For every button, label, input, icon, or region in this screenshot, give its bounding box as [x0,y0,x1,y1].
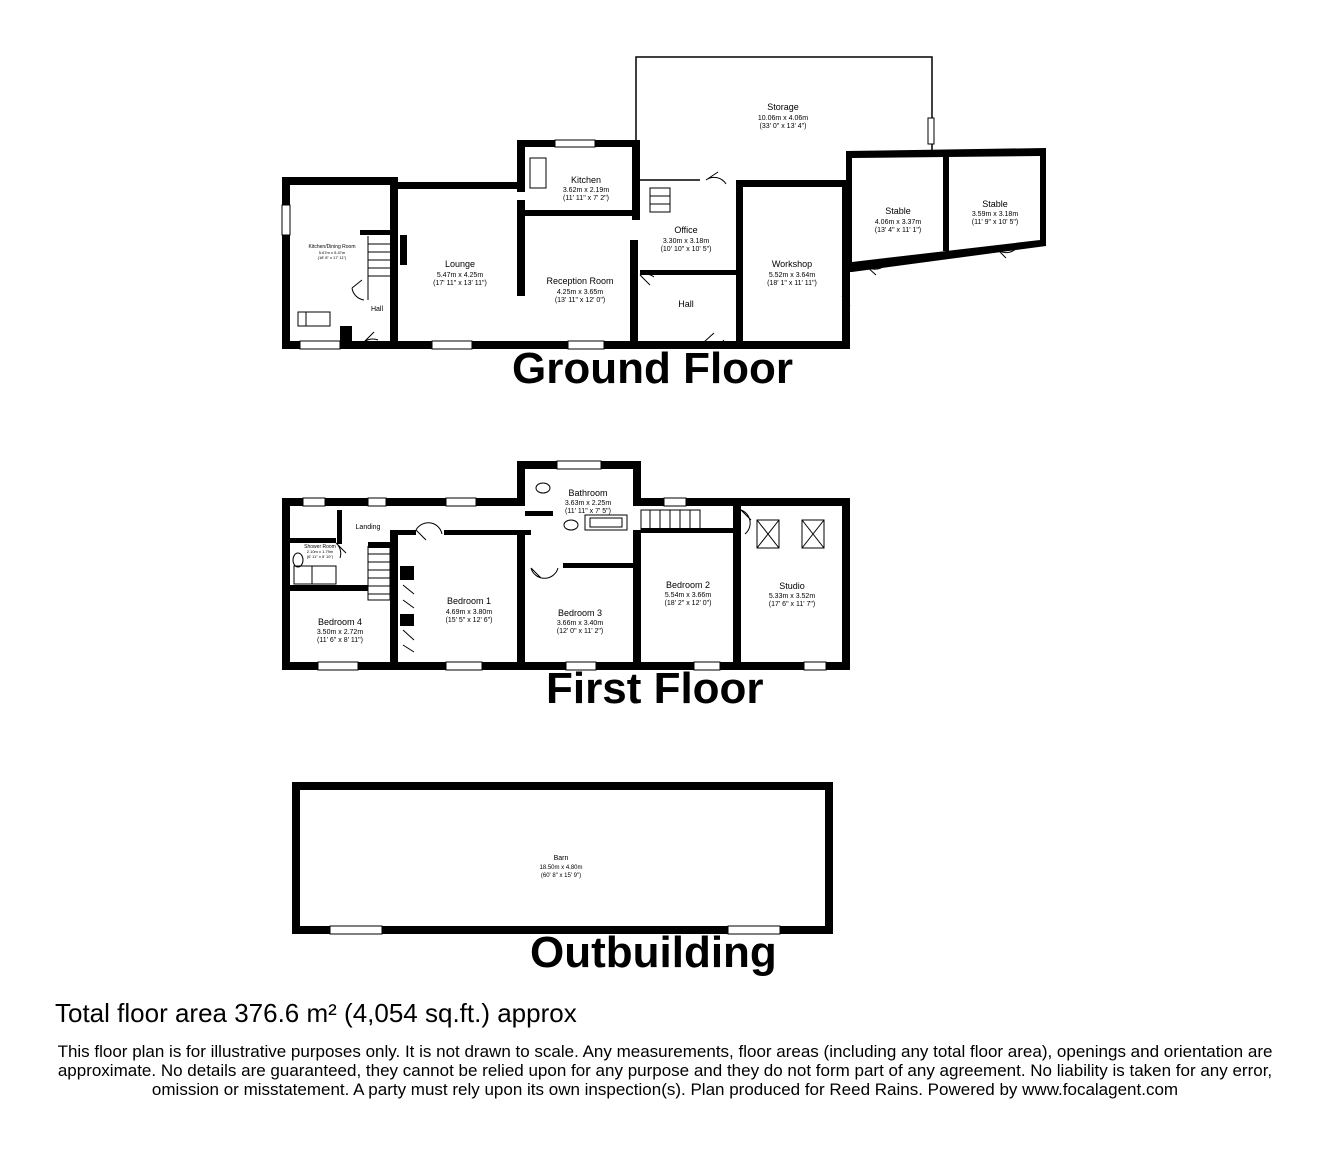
first-floor-plan: Shower Room 2.10m x 1.79m (6' 11" x 5' 1… [282,460,850,713]
room-name: Bedroom 2 [666,580,710,590]
first-floor-walls [282,461,850,670]
room-name: Bedroom 1 [447,596,491,606]
room-dims: 3.30m x 3.18m [663,238,709,245]
room-name: Shower Room [304,544,336,550]
room-dims: 10.06m x 4.06m [758,115,808,122]
room-dims-imperial: (17' 6" x 11' 7") [769,601,815,608]
room-name: Lounge [445,259,475,269]
outbuilding-title: Outbuilding [530,928,777,977]
room-name: Workshop [772,259,812,269]
floor-plan: Kitchen/Dining Room 5.67m x 5.47m (18' 8… [281,56,1046,977]
room-bedroom-3: Bedroom 3 3.66m x 3.40m (12' 0" x 11' 2"… [557,608,604,635]
room-dims: 3.62m x 2.19m [563,187,609,194]
room-dims-imperial: (11' 9" x 10' 5") [972,219,1018,226]
room-storage: Storage 10.06m x 4.06m (33' 0" x 13' 4") [758,102,808,130]
room-dims-imperial: (10' 10" x 10' 5") [661,246,712,253]
room-dims: 18.50m x 4.80m [539,865,582,871]
room-dims: 3.63m x 2.25m [565,500,611,507]
room-hall-right: Hall [678,299,694,309]
outbuilding-plan: Barn 18.50m x 4.80m (60' 8" x 15' 9") Ou… [292,782,833,977]
ground-floor-windows [281,117,935,350]
room-name: Storage [767,102,799,112]
room-bedroom-2: Bedroom 2 5.54m x 3.66m (18' 2" x 12' 0"… [665,580,712,607]
room-dims: 5.67m x 5.47m [319,250,346,255]
ground-floor-title: Ground Floor [512,344,793,393]
room-dims: 4.25m x 3.65m [557,289,603,296]
room-dims-imperial: (33' 0" x 13' 4") [760,123,807,130]
room-name: Barn [554,855,569,862]
room-dims: 3.59m x 3.18m [972,211,1018,218]
room-dims-imperial: (18' 1" x 11' 11") [767,280,817,287]
room-name: Hall [371,306,384,313]
room-name: Hall [678,299,694,309]
room-name: Reception Room [546,276,613,286]
room-name: Kitchen [571,175,601,185]
room-bedroom-4: Bedroom 4 3.50m x 2.72m (11' 6" x 8' 11"… [317,617,363,644]
first-floor-title: First Floor [546,664,764,713]
total-floor-area: Total floor area 376.6 m² (4,054 sq.ft.)… [55,998,577,1028]
room-kitchen: Kitchen 3.62m x 2.19m (11' 11" x 7' 2") [563,175,609,202]
ground-floor-walls [282,140,850,349]
room-studio: Studio 5.33m x 3.52m (17' 6" x 11' 7") [769,581,816,608]
room-dims: 4.06m x 3.37m [875,219,921,226]
room-dims-imperial: (11' 6" x 8' 11") [317,637,363,644]
room-dims: 5.47m x 4.25m [437,272,483,279]
room-workshop: Workshop 5.52m x 3.64m (18' 1" x 11' 11"… [767,259,817,287]
disclaimer-text: This floor plan is for illustrative purp… [57,1042,1273,1099]
room-name: Bedroom 4 [318,617,362,627]
room-dims: 4.69m x 3.80m [446,609,492,616]
room-stable-1: Stable 4.06m x 3.37m (13' 4" x 11' 1") [875,206,922,234]
room-name: Stable [982,199,1008,209]
room-dims-imperial: (12' 0" x 11' 2") [557,628,603,635]
outbuilding-walls [292,782,833,935]
room-name: Kitchen/Dining Room [309,244,356,250]
room-name: Studio [779,581,805,591]
room-dims-imperial: (60' 8" x 15' 9") [541,873,581,879]
room-kitchen-dining: Kitchen/Dining Room 5.67m x 5.47m (18' 8… [309,244,356,260]
room-stable-2: Stable 3.59m x 3.18m (11' 9" x 10' 5") [972,199,1019,226]
room-name: Landing [356,524,381,531]
room-name: Bathroom [568,488,607,498]
room-dims-imperial: (18' 2" x 12' 0") [665,600,712,607]
room-dims-imperial: (11' 11" x 7' 5") [565,508,611,515]
room-dims: 3.66m x 3.40m [557,620,603,627]
first-floor-windows [302,460,827,671]
room-dims: 5.54m x 3.66m [665,592,711,599]
room-dims-imperial: (13' 11" x 12' 0") [555,297,605,304]
room-dims: 5.33m x 3.52m [769,593,815,600]
room-dims-imperial: (11' 11" x 7' 2") [563,195,609,202]
room-reception: Reception Room 4.25m x 3.65m (13' 11" x … [546,276,613,304]
room-dims: 3.50m x 2.72m [317,629,363,636]
room-dims-imperial: (6' 11" x 5' 10") [307,554,334,559]
room-name: Bedroom 3 [558,608,602,618]
room-dims-imperial: (15' 5" x 12' 6") [446,617,493,624]
room-barn: Barn 18.50m x 4.80m (60' 8" x 15' 9") [539,855,582,879]
room-dims-imperial: (17' 11" x 13' 11") [433,280,487,287]
room-shower: Shower Room 2.10m x 1.79m (6' 11" x 5' 1… [304,544,336,559]
ground-floor-plan: Kitchen/Dining Room 5.67m x 5.47m (18' 8… [281,56,1046,393]
room-landing: Landing [356,524,381,531]
room-lounge: Lounge 5.47m x 4.25m (17' 11" x 13' 11") [433,259,487,287]
room-name: Office [674,225,697,235]
room-hall-left: Hall [371,306,384,313]
first-floor-doors [335,509,752,653]
room-bathroom: Bathroom 3.63m x 2.25m (11' 11" x 7' 5") [565,488,611,515]
room-dims: 2.10m x 1.79m [307,549,334,554]
outbuildings-ground-walls [635,56,1046,272]
ground-floor-fixtures [297,157,671,327]
room-dims-imperial: (18' 8" x 17' 11") [318,255,347,260]
room-office: Office 3.30m x 3.18m (10' 10" x 10' 5") [661,225,712,253]
room-name: Stable [885,206,911,216]
ground-floor-doors [351,171,1019,346]
room-bedroom-1: Bedroom 1 4.69m x 3.80m (15' 5" x 12' 6"… [446,596,493,624]
room-dims-imperial: (13' 4" x 11' 1") [875,227,921,234]
first-floor-fixtures [292,482,825,601]
room-dims: 5.52m x 3.64m [769,272,815,279]
